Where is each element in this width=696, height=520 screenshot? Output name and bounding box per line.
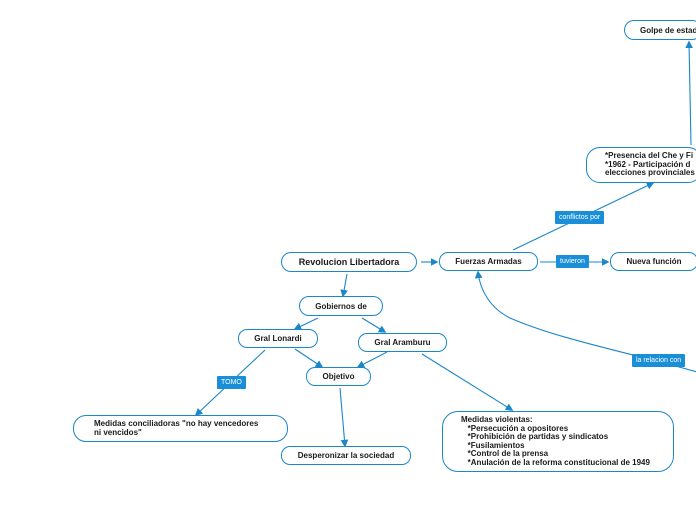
violentas-line-3: *Prohibición de partidas y sindicatos	[461, 432, 609, 441]
tag-conflictos-por[interactable]: conflictos por	[555, 211, 605, 224]
node-objetivo[interactable]: Objetivo	[306, 367, 371, 386]
node-gral-aramburu[interactable]: Gral Aramburu	[358, 333, 447, 352]
link-gobiernos-lonardi	[293, 317, 319, 330]
node-fuerzas-armadas[interactable]: Fuerzas Armadas	[439, 252, 538, 271]
node-gral-lonardi[interactable]: Gral Lonardi	[238, 329, 318, 348]
tag-tuvieron[interactable]: tuvieron	[556, 255, 589, 268]
conciliadoras-line-2: ni vencidos"	[94, 427, 142, 437]
tag-la-relacion-con[interactable]: la relacion con	[632, 354, 686, 367]
violentas-line-6: *Anulación de la reforma constitucional …	[461, 457, 650, 467]
violentas-line-4: *Fusilamientos	[461, 440, 525, 450]
conciliadoras-line-1: Medidas conciliadoras "no hay vencedores	[94, 419, 259, 428]
node-desperonizar[interactable]: Desperonizar la sociedad	[281, 446, 411, 465]
violentas-line-2: *Persecución a opositores	[461, 423, 569, 433]
link-revolucion-gobiernos	[340, 273, 348, 298]
presencia-line-3: elecciones provinciales	[605, 168, 695, 178]
link-aramburu-objetivo	[356, 351, 388, 368]
node-gobiernos-de[interactable]: Gobiernos de	[299, 296, 383, 316]
tag-tomo[interactable]: TOMO	[217, 376, 246, 389]
link-objetivo-desperonizar	[339, 387, 349, 448]
node-golpe-de-estado[interactable]: Golpe de estad	[624, 20, 696, 40]
violentas-line-5: *Control de la prensa	[461, 449, 549, 458]
presencia-line-2: *1962 - Participación d	[605, 159, 691, 169]
link-aramburu-violentas	[421, 353, 514, 411]
violentas-line-1: Medidas violentas:	[461, 415, 533, 424]
presencia-line-1: *Presencia del Che y Fi	[605, 151, 694, 161]
node-revolucion-libertadora[interactable]: Revolucion Libertadora	[281, 252, 417, 272]
link-lonardi-objetivo	[294, 348, 324, 368]
node-medidas-violentas[interactable]: Medidas violentas: *Persecución a oposit…	[442, 411, 674, 472]
link-gobiernos-aramburu	[361, 317, 387, 333]
node-medidas-conciliadoras[interactable]: Medidas conciliadoras "no hay vencedores…	[73, 415, 288, 442]
node-presencia-che[interactable]: *Presencia del Che y Fi *1962 - Particip…	[586, 147, 696, 183]
node-nueva-funcion[interactable]: Nueva función	[610, 252, 696, 271]
link-presencia-golpe	[685, 40, 693, 146]
